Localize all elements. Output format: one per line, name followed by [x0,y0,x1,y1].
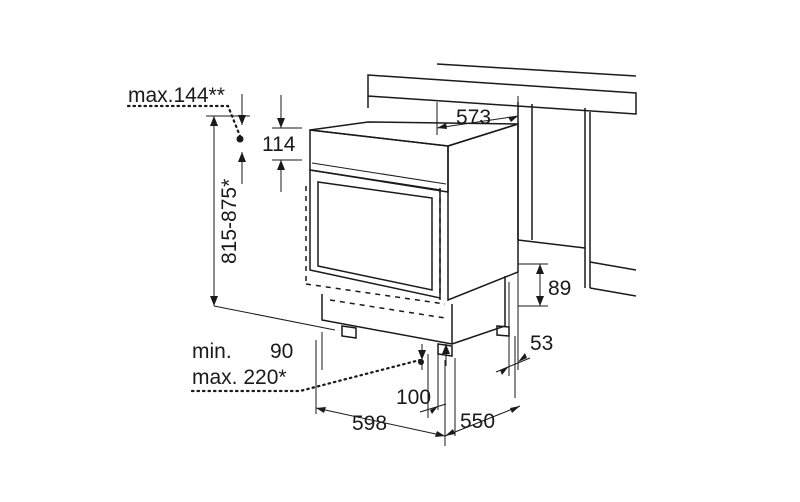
label-min-value: 90 [270,340,293,363]
label-100: 100 [396,386,431,409]
label-min: min. [192,340,232,363]
label-89: 89 [548,277,571,300]
dim-573: 573 [436,96,519,135]
label-598: 598 [352,412,387,435]
label-max-220: max. 220* [192,366,287,389]
dim-815-875: 815-875* [206,115,336,331]
label-max-144: max.144** [128,84,225,107]
label-114: 114 [262,133,296,156]
dim-89: 89 [518,263,571,307]
dim-114: 114 [262,95,302,192]
label-53: 53 [530,332,553,355]
countertop-outline [367,63,637,297]
label-815-875: 815-875* [218,179,241,264]
dim-100: 100 [396,344,450,418]
label-573: 573 [456,106,491,129]
dim-550: 550 [444,336,521,437]
label-550: 550 [460,410,495,433]
dishwasher-body [305,121,519,357]
dim-598: 598 [315,340,446,446]
dim-max-144: max.144** [126,84,246,184]
dim-min-max-foot: min. 90 max. 220* [190,332,426,393]
dim-53: 53 [495,272,553,376]
